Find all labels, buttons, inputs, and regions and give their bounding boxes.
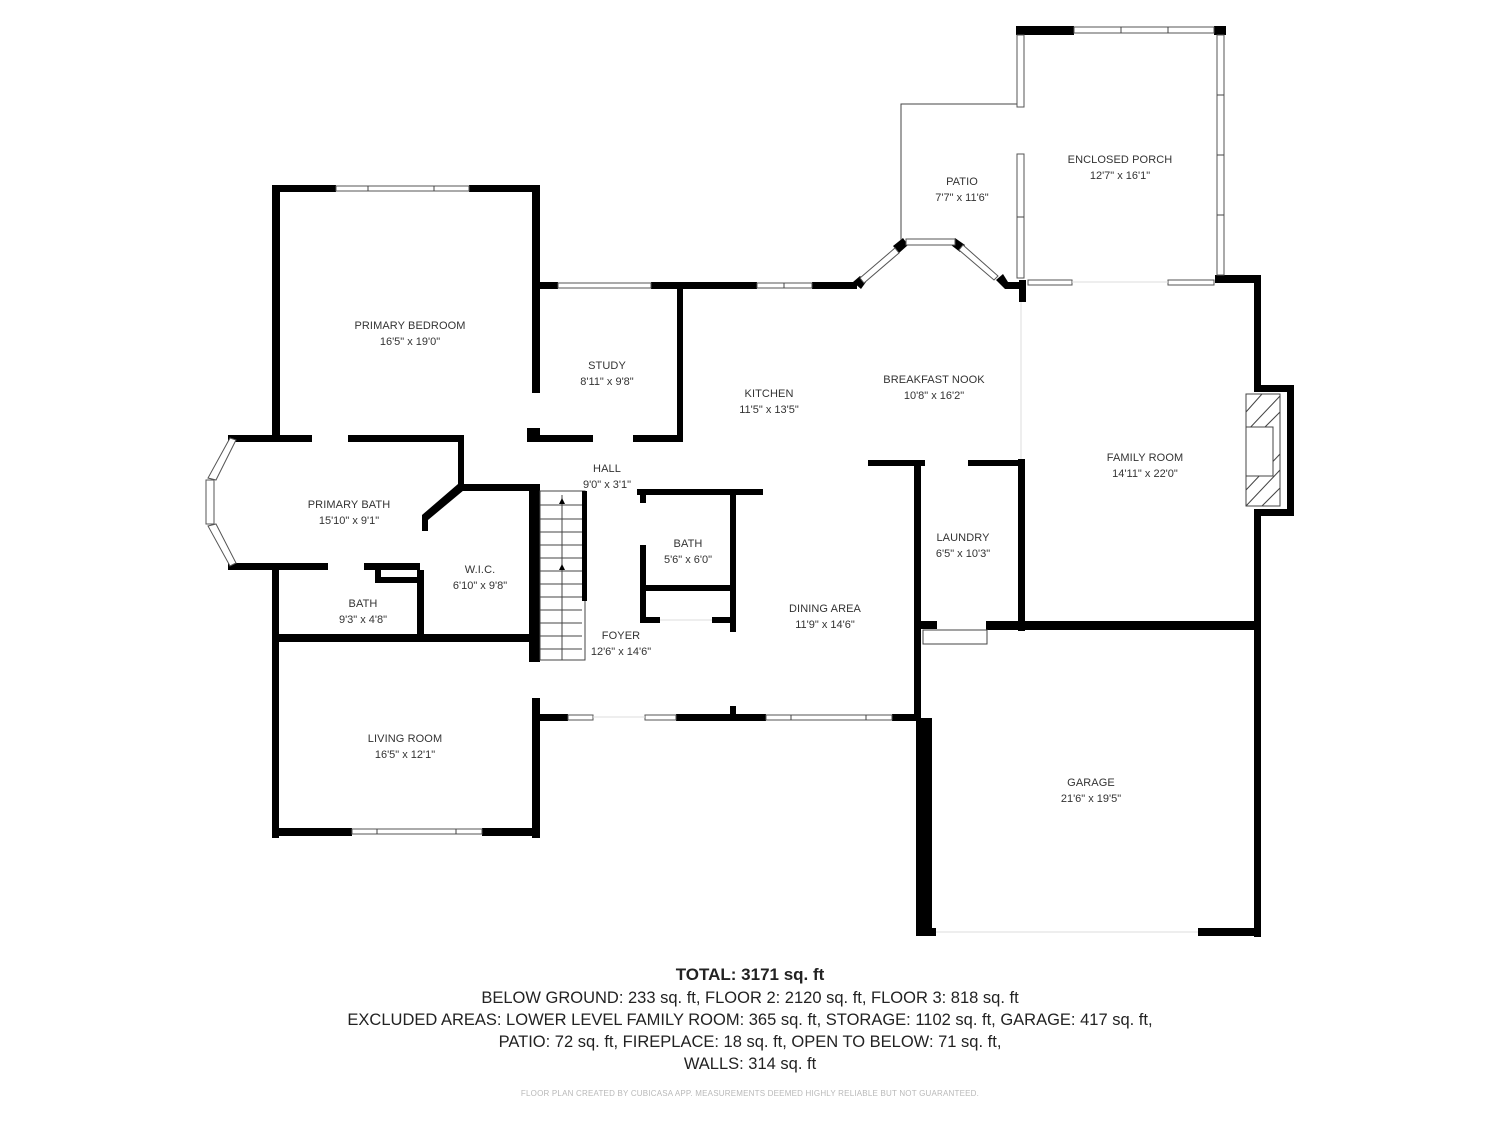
area-summary: TOTAL: 3171 sq. ft BELOW GROUND: 233 sq.… — [0, 963, 1500, 1075]
room-primary-bath: PRIMARY BATH 15'10" x 9'1" — [308, 497, 391, 529]
room-name: BATH — [673, 538, 703, 550]
room-dimensions: 7'7" x 11'6" — [935, 192, 989, 204]
room-name: PATIO — [946, 176, 978, 188]
area-line-floors: BELOW GROUND: 233 sq. ft, FLOOR 2: 2120 … — [481, 989, 1019, 1007]
wall-group-laundry — [868, 460, 1256, 718]
fireplace-icon — [1245, 393, 1281, 507]
room-dimensions: 6'5" x 10'3" — [935, 548, 991, 560]
room-name: DINING AREA — [788, 603, 862, 615]
room-primary-bedroom: PRIMARY BEDROOM 16'5" x 19'0" — [354, 318, 465, 350]
room-dimensions: 12'7" x 16'1" — [1089, 170, 1151, 182]
staircase — [539, 490, 587, 661]
room-dimensions: 11'5" x 13'5" — [739, 404, 799, 416]
room-dimensions: 15'10" x 9'1" — [318, 515, 380, 527]
room-garage: GARAGE 21'6" x 19'5" — [1061, 775, 1121, 807]
room-name: STUDY — [588, 360, 626, 372]
room-dimensions: 9'0" x 3'1" — [582, 479, 632, 491]
room-patio: PATIO 7'7" x 11'6" — [935, 174, 988, 206]
wall-group-hall-bath — [637, 489, 763, 632]
area-line-walls: WALLS: 314 sq. ft — [683, 1055, 817, 1073]
room-name: FAMILY ROOM — [1106, 452, 1184, 464]
room-study: STUDY 8'11" x 9'8" — [580, 358, 633, 390]
wall-group-garage — [916, 718, 1260, 936]
room-name: KITCHEN — [744, 388, 794, 400]
room-foyer: FOYER 12'6" x 14'6" — [591, 628, 651, 660]
room-living-room: LIVING ROOM 16'5" x 12'1" — [368, 731, 442, 763]
room-enclosed-porch: ENCLOSED PORCH 12'7" x 16'1" — [1068, 152, 1173, 184]
window-enclosed-porch — [1016, 26, 1225, 286]
total-area: TOTAL: 3171 sq. ft — [675, 965, 825, 984]
room-dimensions: 6'10" x 9'8" — [452, 580, 508, 592]
room-dimensions: 12'6" x 14'6" — [590, 646, 652, 658]
room-family-room: FAMILY ROOM 14'11" x 22'0" — [1107, 450, 1183, 482]
window-primary-bath-bay — [205, 437, 237, 567]
wall-group-enclosed-porch — [1016, 26, 1260, 283]
credit-disclaimer: FLOOR PLAN CREATED BY CUBICASA APP. MEAS… — [520, 1089, 980, 1098]
room-name: FOYER — [601, 630, 641, 642]
wall-group-primary-bedroom — [272, 185, 540, 489]
room-hall: HALL 9'0" x 3'1" — [583, 461, 631, 493]
wall-group-family-room — [1018, 275, 1294, 937]
floor-plan — [205, 26, 1294, 937]
room-dimensions: 16'5" x 19'0" — [379, 336, 441, 348]
room-dimensions: 10'8" x 16'2" — [903, 390, 965, 402]
window-front — [351, 714, 893, 835]
wall-group-study — [535, 282, 757, 442]
room-name: LAUNDRY — [936, 532, 990, 544]
room-wic: W.I.C. 6'10" x 9'8" — [453, 562, 507, 594]
room-dimensions: 16'5" x 12'1" — [374, 749, 436, 761]
room-name: PRIMARY BATH — [307, 499, 391, 511]
room-name: GARAGE — [1067, 777, 1115, 789]
wall-group-kitchen — [812, 238, 1026, 302]
room-dimensions: 14'11" x 22'0" — [1112, 468, 1178, 480]
window-primary-bedroom — [335, 185, 470, 192]
wall-group-primary-bath — [228, 435, 540, 838]
room-name: HALL — [593, 463, 621, 475]
room-kitchen: KITCHEN 11'5" x 13'5" — [739, 386, 799, 418]
room-name: LIVING ROOM — [367, 733, 443, 745]
room-dimensions: 5'6" x 6'0" — [663, 554, 713, 566]
room-name: W.I.C. — [464, 564, 496, 576]
room-name: PRIMARY BEDROOM — [354, 320, 466, 332]
room-dimensions: 9'3" x 4'8" — [338, 614, 388, 626]
window-study — [557, 282, 652, 289]
room-breakfast-nook: BREAKFAST NOOK 10'8" x 16'2" — [883, 372, 984, 404]
room-name: BATH — [348, 598, 378, 610]
area-line-excluded-cont: PATIO: 72 sq. ft, FIREPLACE: 18 sq. ft, … — [498, 1033, 1002, 1051]
room-dining-area: DINING AREA 11'9" x 14'6" — [789, 601, 861, 633]
room-name: ENCLOSED PORCH — [1067, 154, 1173, 166]
room-dimensions: 11'9" x 14'6" — [795, 619, 855, 631]
area-line-excluded: EXCLUDED AREAS: LOWER LEVEL FAMILY ROOM:… — [347, 1011, 1153, 1029]
room-laundry: LAUNDRY 6'5" x 10'3" — [936, 530, 990, 562]
wall-group-front — [272, 698, 921, 838]
window-kitchen — [756, 238, 999, 289]
room-dimensions: 21'6" x 19'5" — [1060, 793, 1122, 805]
room-bath-small: BATH 9'3" x 4'8" — [339, 596, 387, 628]
room-name: BREAKFAST NOOK — [883, 374, 985, 386]
room-bath-hall: BATH 5'6" x 6'0" — [664, 536, 712, 568]
outline-patio — [900, 103, 1017, 240]
room-dimensions: 8'11" x 9'8" — [580, 376, 634, 388]
